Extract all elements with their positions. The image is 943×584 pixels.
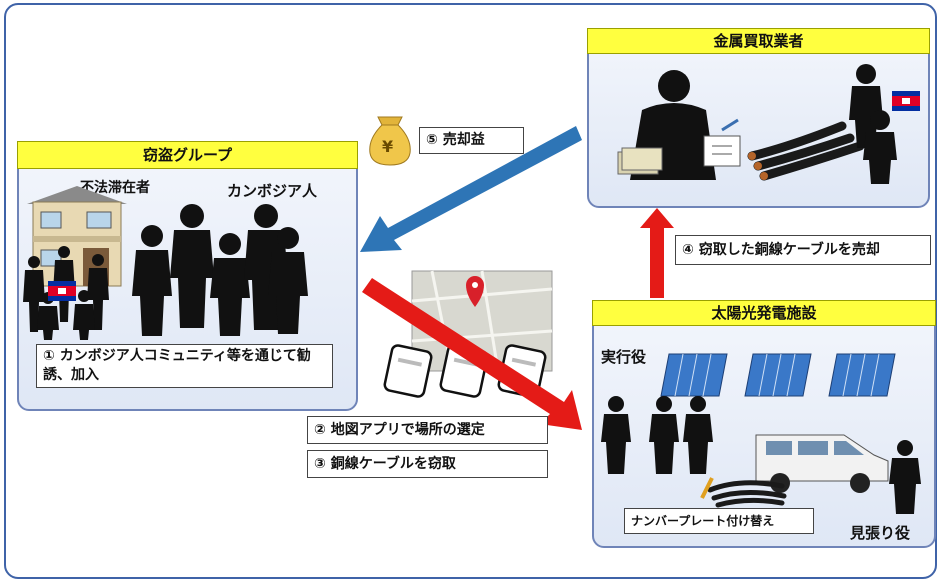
solar-panels [660, 353, 896, 397]
step4-label: ④ 窃取した銅線ケーブルを売却 [675, 235, 931, 265]
solar-plant-box [592, 300, 936, 548]
executor-silhouettes [601, 396, 713, 474]
solar-plant-title: 太陽光発電施設 [592, 300, 936, 326]
illegal-stay-label: 不法滞在者 [80, 180, 150, 196]
cut-cables [700, 477, 787, 508]
money-bag-icon [369, 116, 411, 166]
lookout-silhouette [889, 440, 921, 514]
yen-symbol: ¥ [382, 137, 394, 156]
metal-buyer-title: 金属買取業者 [587, 28, 930, 54]
van-icon [755, 434, 889, 493]
recruitment-note: ① カンボジア人コミュニティ等を通じて勧誘、加入 [36, 344, 333, 388]
lookout-label: 見張り役 [850, 524, 911, 542]
cambodian-label: カンボジア人 [227, 182, 318, 200]
step5-label: ⑤ 売却益 [419, 127, 524, 154]
step2-label: ② 地図アプリで場所の選定 [307, 416, 548, 444]
step3-label: ③ 銅線ケーブルを窃取 [307, 450, 548, 478]
plate-swap-note: ナンバープレート付け替え [624, 508, 814, 534]
cambodia-flag-icon [892, 91, 920, 111]
executor-label: 実行役 [601, 348, 647, 366]
buyer-scene [617, 64, 897, 184]
cambodian-people-silhouettes [132, 204, 308, 336]
theft-group-title: 窃盗グループ [17, 141, 358, 169]
cambodia-flag-icon [48, 281, 76, 301]
house-icon [27, 186, 127, 287]
diagram-frame [4, 3, 937, 579]
